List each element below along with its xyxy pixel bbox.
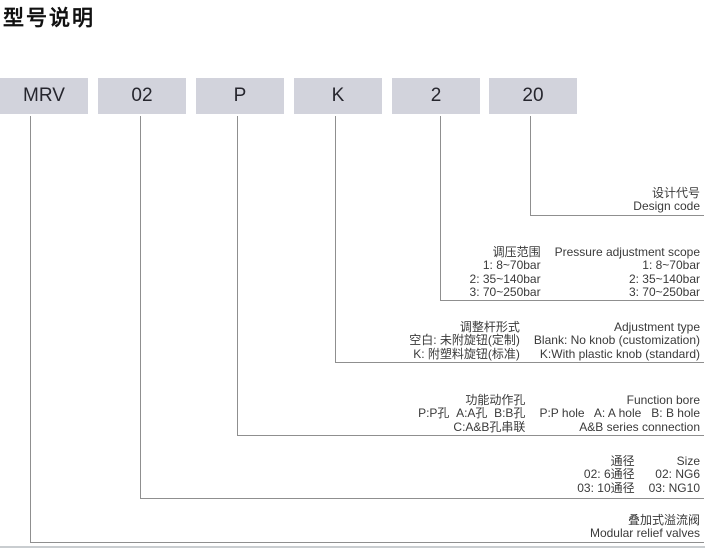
adjustment-type-block: 调整杆形式 Adjustment type 空白: 未附旋钮(定制) Blank… (409, 320, 700, 361)
adjustment-type-table: 调整杆形式 Adjustment type 空白: 未附旋钮(定制) Blank… (409, 320, 700, 361)
model-code-segment-mrv: MRV (0, 78, 88, 114)
function-header-en: Function bore (626, 393, 700, 407)
size-block: 通径 Size 02: 6通径 02: NG6 03: 10通径 03: NG1… (577, 454, 700, 495)
connector-hline-design-code (530, 215, 704, 216)
function-bore-table: 功能动作孔 Function bore P:P孔 A:A孔 B:B孔 P:P h… (418, 393, 700, 434)
function-row-1-cn: P:P孔 A:A孔 B:B孔 (418, 406, 526, 421)
adjustment-header-en: Adjustment type (613, 320, 700, 334)
page-bottom-border (0, 546, 705, 548)
model-code-segment-pressure: 2 (392, 78, 480, 114)
function-header-cn: 功能动作孔 (465, 393, 526, 407)
connector-vline-product (30, 116, 31, 542)
function-row-2-en: A&B series connection (579, 419, 700, 434)
size-row-2-en: 03: NG10 (648, 480, 700, 495)
connector-vline-design-code (530, 116, 531, 215)
pressure-header-en: Pressure adjustment scope (554, 245, 700, 259)
connector-vline-function-bore (237, 116, 238, 435)
pressure-header-cn: 调压范围 (492, 245, 541, 259)
design-code-label-cn: 设计代号 (651, 186, 700, 200)
size-row-2-cn: 03: 10通径 (577, 480, 635, 495)
connector-vline-pressure (440, 116, 441, 300)
pressure-row-1-en: 1: 8~70bar (642, 258, 700, 273)
model-code-segment-function: P (196, 78, 284, 114)
size-header-cn: 通径 (610, 454, 635, 468)
model-code-segment-knob: K (294, 78, 382, 114)
adjustment-row-1-cn: 空白: 未附旋钮(定制) (409, 333, 520, 348)
pressure-row-1-cn: 1: 8~70bar (482, 258, 541, 273)
model-code-segment-design: 20 (489, 78, 577, 114)
function-bore-block: 功能动作孔 Function bore P:P孔 A:A孔 B:B孔 P:P h… (418, 393, 700, 434)
page-title: 型号说明 (3, 7, 95, 30)
size-row-1-en: 02: NG6 (655, 467, 700, 482)
product-name-block: 叠加式溢流阀 Modular relief valves (589, 513, 700, 541)
model-code-segment-size: 02 (98, 78, 186, 114)
pressure-row-2-en: 2: 35~140bar (628, 271, 700, 286)
function-row-1-en: P:P hole A: A hole B: B hole (539, 406, 700, 421)
adjustment-row-2-en: K:With plastic knob (standard) (539, 346, 700, 361)
connector-hline-function-bore (237, 435, 704, 436)
pressure-table: 调压范围 Pressure adjustment scope 1: 8~70ba… (469, 245, 700, 300)
adjustment-row-1-en: Blank: No knob (customization) (533, 333, 700, 348)
connector-hline-product (30, 542, 704, 543)
connector-vline-size (140, 116, 141, 498)
size-row-1-cn: 02: 6通径 (583, 467, 635, 482)
design-code-block: 设计代号 Design code (633, 186, 700, 214)
product-name-en: Modular relief valves (589, 526, 700, 541)
adjustment-row-2-cn: K: 附塑料旋钮(标准) (413, 346, 520, 361)
design-code-label-en: Design code (633, 199, 700, 214)
size-table: 通径 Size 02: 6通径 02: NG6 03: 10通径 03: NG1… (577, 454, 700, 495)
connector-hline-adjustment-type (335, 362, 704, 363)
connector-vline-adjustment-type (335, 116, 336, 362)
size-header-en: Size (676, 454, 700, 468)
pressure-row-2-cn: 2: 35~140bar (469, 271, 541, 286)
adjustment-header-cn: 调整杆形式 (459, 320, 520, 334)
connector-hline-size (140, 498, 704, 499)
connector-hline-pressure (440, 300, 704, 301)
pressure-row-3-cn: 3: 70~250bar (469, 285, 541, 300)
pressure-adjustment-scope-block: 调压范围 Pressure adjustment scope 1: 8~70ba… (469, 245, 700, 300)
product-name-cn: 叠加式溢流阀 (627, 513, 700, 527)
function-row-2-cn: C:A&B孔串联 (453, 419, 526, 434)
pressure-row-3-en: 3: 70~250bar (628, 285, 700, 300)
